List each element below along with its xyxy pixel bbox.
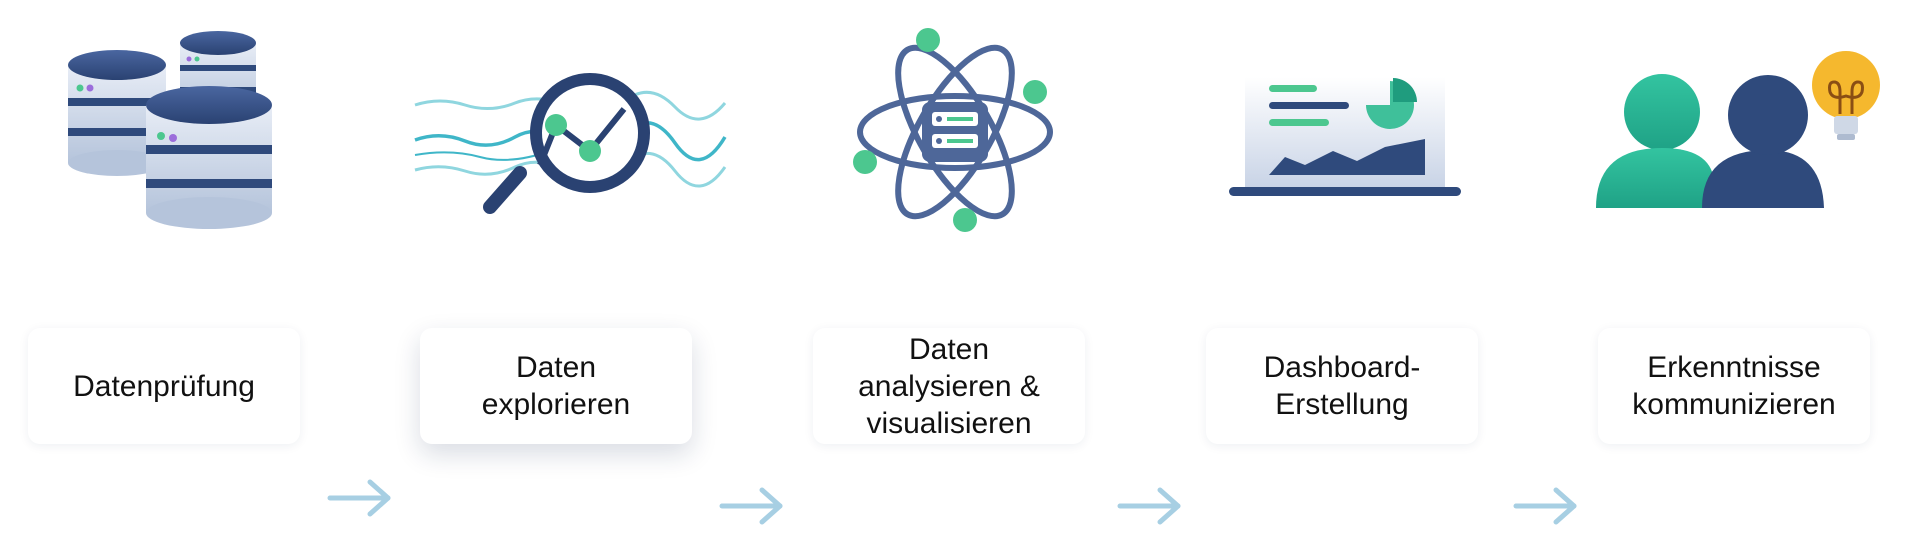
arrow-right-icon	[327, 479, 391, 517]
step-card-3: Daten analysieren & visualisieren	[813, 328, 1085, 444]
dashboard-monitor-icon	[1229, 77, 1461, 196]
step-label: Daten analysieren & visualisieren	[858, 332, 1040, 440]
step-label: Daten explorieren	[481, 351, 631, 421]
magnifier-chart-icon	[414, 73, 727, 214]
atom-server-icon	[853, 28, 1053, 232]
people-lightbulb-icon	[1596, 51, 1880, 208]
step-card-5: Erkenntnisse kommunizieren	[1598, 328, 1870, 444]
database-icon	[68, 31, 272, 229]
arrow-right-icon	[1117, 487, 1181, 525]
arrow-right-icon	[1513, 487, 1577, 525]
step-card-4: Dashboard- Erstellung	[1206, 328, 1478, 444]
step-label: Dashboard- Erstellung	[1263, 351, 1421, 421]
step-card-2: Daten explorieren	[420, 328, 692, 444]
step-card-1: Datenprüfung	[28, 328, 300, 444]
step-label: Erkenntnisse kommunizieren	[1632, 351, 1836, 421]
step-label: Datenprüfung	[73, 369, 255, 403]
arrow-right-icon	[719, 487, 783, 525]
